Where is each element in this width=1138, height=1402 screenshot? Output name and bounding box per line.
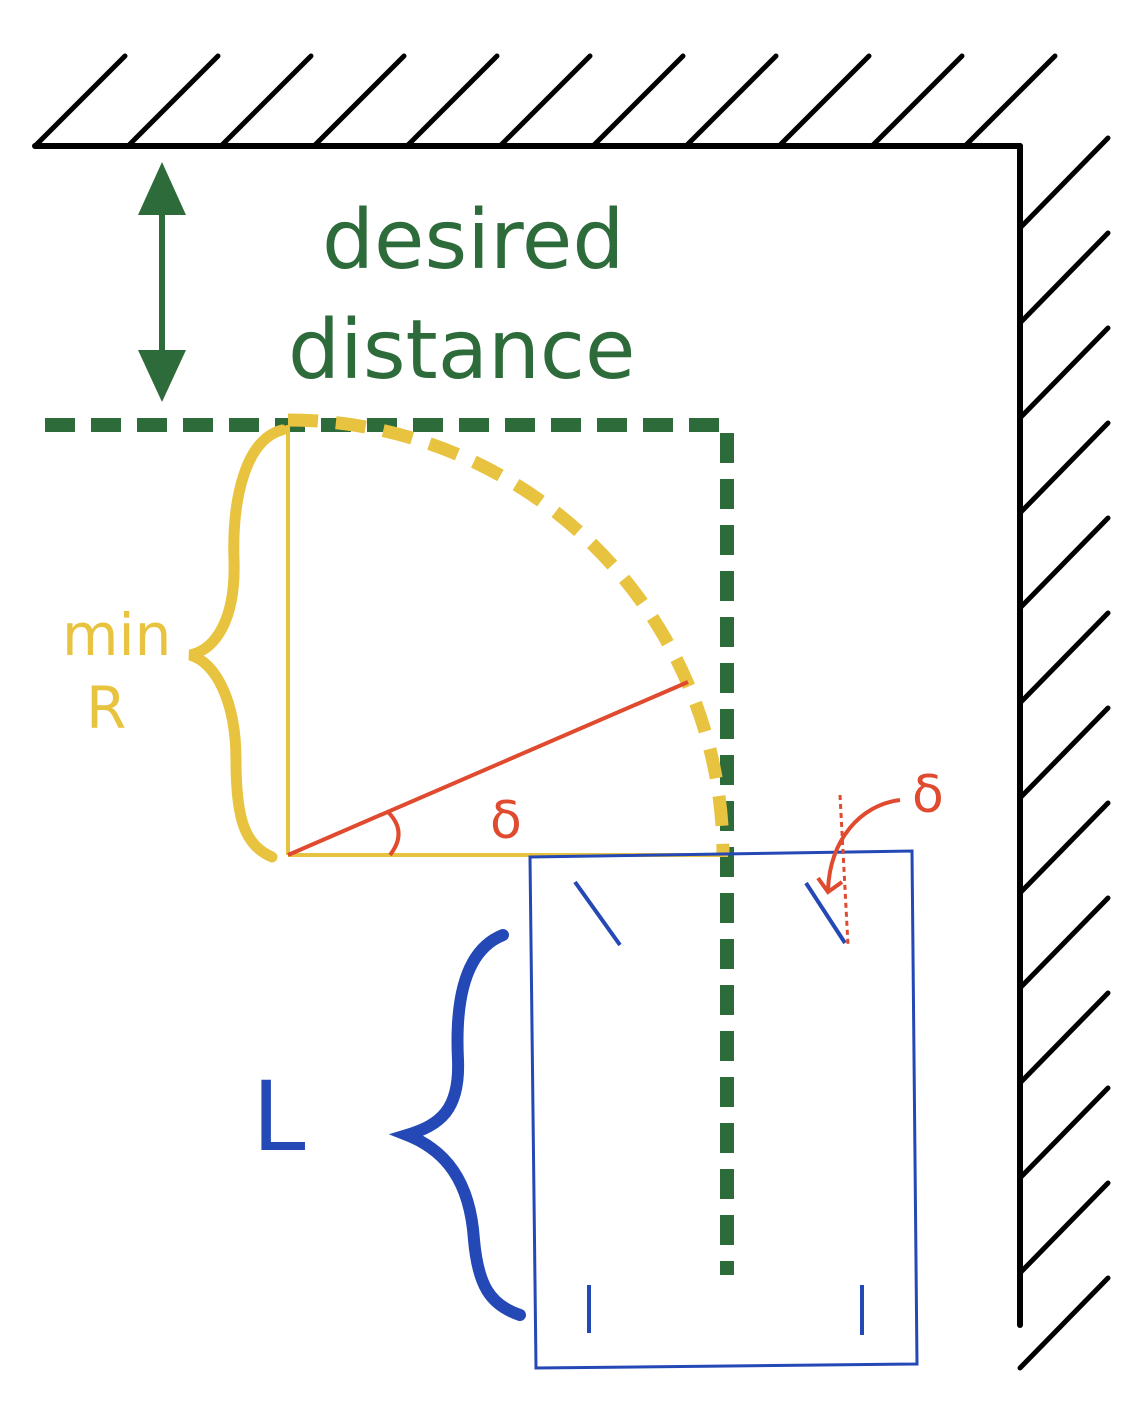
hatch-mark <box>1017 895 1111 991</box>
hatch-mark <box>1017 1180 1111 1276</box>
min-label: min <box>62 601 171 669</box>
hatch-mark <box>1017 515 1111 611</box>
desired-label: desired <box>322 193 624 288</box>
hatch-mark <box>1017 135 1111 231</box>
hatch-mark <box>1017 325 1111 421</box>
hatch-mark <box>1017 990 1111 1086</box>
hatch-mark <box>497 53 593 149</box>
wheel-angle-arrow <box>826 798 901 891</box>
angle-arc-icon <box>386 810 401 857</box>
distance-label: distance <box>288 303 635 398</box>
hatch-mark <box>1017 420 1111 516</box>
hatch-mark <box>1017 705 1111 801</box>
vehicle-body <box>528 849 919 1370</box>
desired-boundary-line <box>45 418 734 1275</box>
steering-radius-line <box>287 680 689 857</box>
hatch-mark <box>32 53 128 149</box>
hatch-mark <box>311 53 407 149</box>
length-brace-icon <box>388 929 526 1321</box>
length-label: L <box>252 1061 305 1173</box>
hatch-mark <box>125 53 221 149</box>
hatch-mark <box>1017 610 1111 706</box>
hatch-mark <box>1017 1275 1111 1371</box>
turning-arc <box>287 413 730 856</box>
arrowhead-icon <box>816 876 844 895</box>
hatch-mark <box>404 53 500 149</box>
front-right-wheel <box>804 881 847 945</box>
r-label: R <box>86 674 126 742</box>
hatch-mark <box>1017 230 1111 326</box>
hatch-mark <box>218 53 314 149</box>
delta-angle-label: δ <box>490 791 522 851</box>
right-wall <box>1017 135 1111 1371</box>
top-wall <box>32 53 1058 149</box>
brace-icon <box>188 424 288 863</box>
hatch-mark <box>776 53 872 149</box>
hatch-mark <box>590 53 686 149</box>
front-left-wheel <box>573 880 622 947</box>
double-arrow-icon <box>138 162 186 402</box>
hatch-mark <box>1017 1085 1111 1181</box>
hatch-mark <box>962 53 1058 149</box>
wheel-reference-line <box>838 794 850 946</box>
hatch-mark <box>1017 800 1111 896</box>
delta-wheel-label: δ <box>912 765 944 825</box>
hatch-mark <box>869 53 965 149</box>
hatch-mark <box>683 53 779 149</box>
